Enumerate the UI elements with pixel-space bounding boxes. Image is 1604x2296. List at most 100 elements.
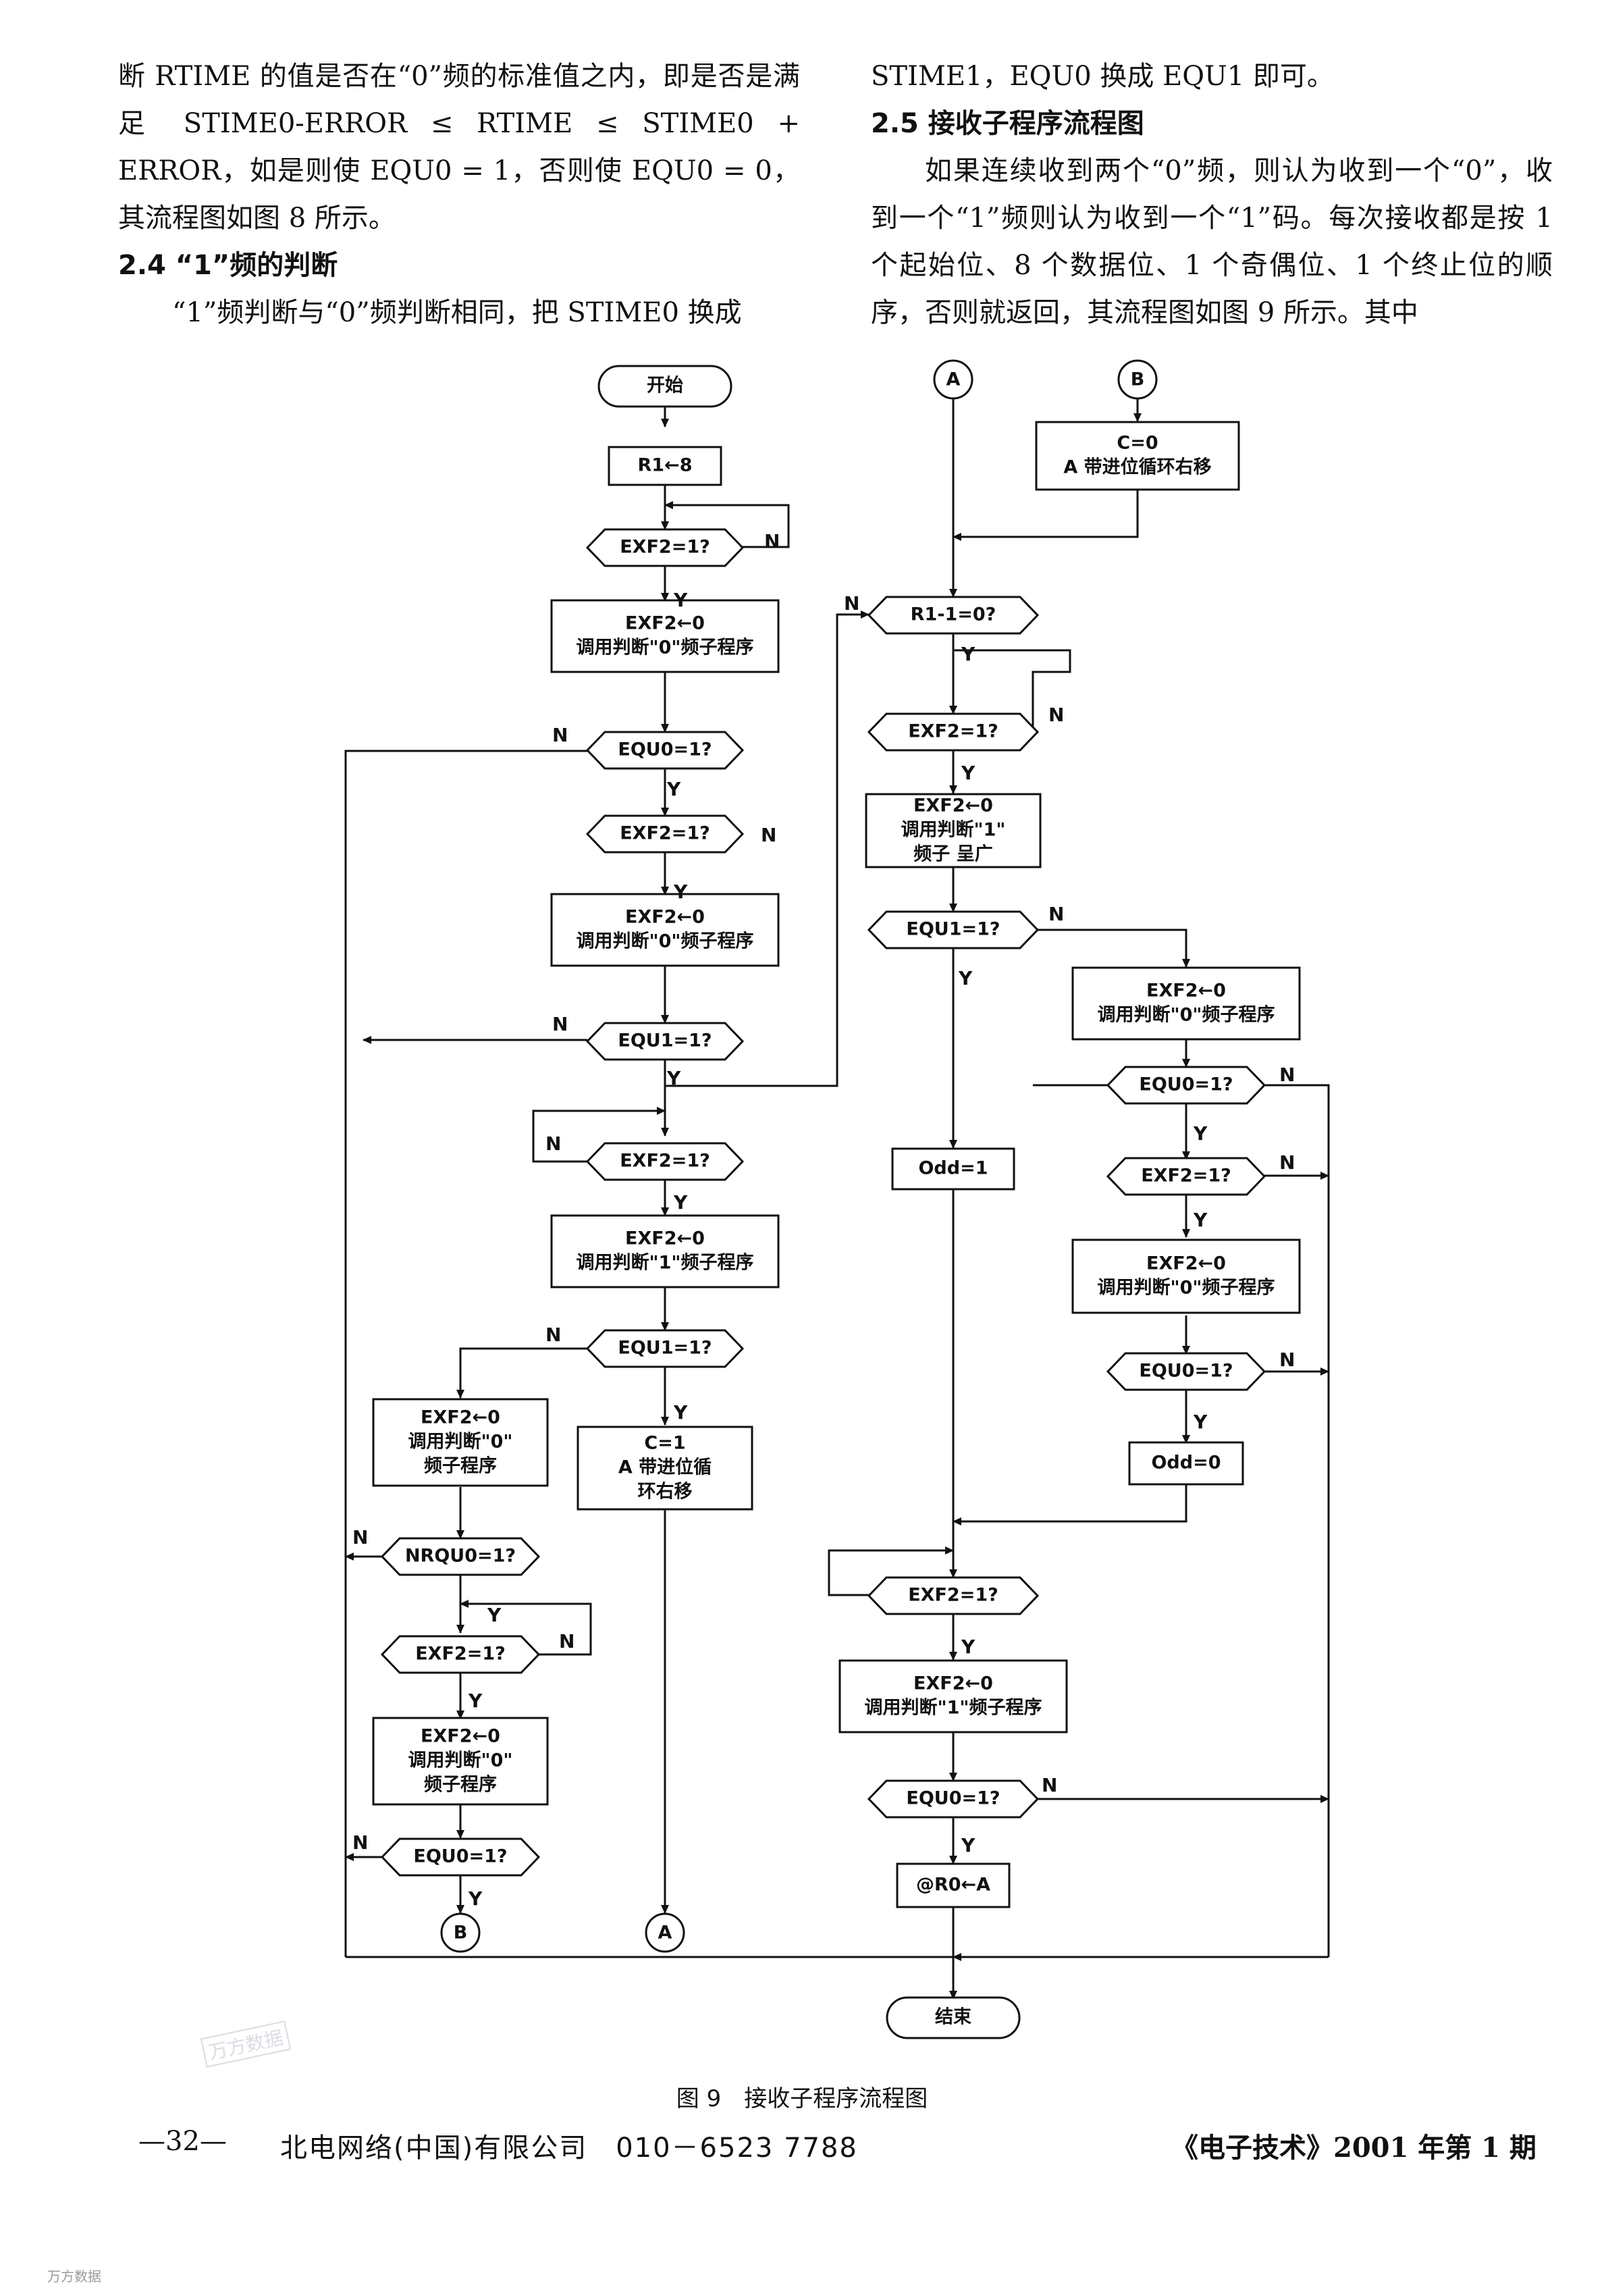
- corner-watermark: 万方数据: [47, 2268, 101, 2285]
- equ1-check-b-hexagon: [585, 1329, 745, 1368]
- connector-b-bottom-connector: [440, 1912, 481, 1953]
- store-result-text: @R0←A: [916, 1875, 990, 1896]
- right-paragraph-1: STIME1，EQU0 换成 EQU1 即可。: [871, 61, 1334, 92]
- call-one-c-box: [838, 1659, 1068, 1733]
- carry-one-shift-box: [577, 1426, 753, 1511]
- call-zero-a-line-1: EXF2←0: [625, 613, 705, 634]
- connector-b-top-connector: [1117, 359, 1158, 400]
- yes-label: Y: [673, 881, 688, 903]
- call-one-c-line-2: 调用判断"1"频子程序: [865, 1697, 1042, 1719]
- call-zero-e-box: [1071, 966, 1301, 1041]
- yes-label: Y: [1193, 1122, 1208, 1145]
- call-zero-e-line-1: EXF2←0: [1146, 981, 1226, 1001]
- equ0-check-b-text: EQU0=1?: [413, 1846, 507, 1867]
- no-label: N: [764, 530, 780, 552]
- exf2-check-d-text: EXF2=1?: [415, 1644, 506, 1665]
- carry-one-shift-line-2: A 带进位循: [618, 1457, 712, 1478]
- equ0-check-a-hexagon: [585, 731, 745, 770]
- equ0-check-d-text: EQU0=1?: [1139, 1361, 1233, 1382]
- right-paragraph-2: 如果连续收到两个“0”频，则认为收到一个“0”，收到一个“1”频则认为收到一个“…: [871, 155, 1553, 328]
- no-label: N: [559, 1630, 574, 1652]
- no-label: N: [552, 724, 568, 746]
- equ0-check-c-text: EQU0=1?: [1139, 1074, 1233, 1095]
- no-label: N: [1042, 1774, 1057, 1796]
- footer-journal: 《电子技术》2001 年第 1 期: [1171, 2132, 1536, 2164]
- call-zero-b-box: [550, 893, 780, 967]
- exf2-check-b-hexagon: [585, 814, 745, 854]
- exf2-check-g-text: EXF2=1?: [908, 1585, 998, 1606]
- no-label: N: [352, 1526, 368, 1548]
- yes-label: Y: [468, 1690, 483, 1712]
- carry-one-shift-line-3: 环右移: [638, 1482, 693, 1503]
- section-heading-2-4: 2.4 “1”频的判断: [118, 250, 338, 281]
- equ1-check-a-text: EQU1=1?: [618, 1030, 712, 1051]
- no-label: N: [1279, 1151, 1295, 1174]
- nrqu0-check-text: NRQU0=1?: [405, 1546, 516, 1567]
- carry-one-shift-line-1: C=1: [644, 1433, 685, 1454]
- no-label: N: [352, 1831, 368, 1854]
- equ1-check-c-text: EQU1=1?: [906, 919, 1000, 940]
- call-zero-d-box: [372, 1717, 549, 1806]
- r1-decrement-check-text: R1-1=0?: [911, 604, 996, 625]
- yes-label: Y: [673, 589, 688, 611]
- yes-label: Y: [961, 762, 975, 784]
- no-label: N: [545, 1324, 561, 1346]
- call-one-a-box: [550, 1214, 780, 1288]
- odd-one-box: [891, 1147, 1015, 1191]
- odd-one-text: Odd=1: [918, 1158, 988, 1179]
- carry-zero-shift-line-1: C=0: [1117, 433, 1158, 454]
- yes-label: Y: [961, 643, 975, 665]
- exf2-check-g-hexagon: [867, 1576, 1040, 1615]
- end-terminal: [886, 1996, 1021, 2039]
- exf2-check-a-hexagon: [585, 528, 745, 567]
- equ0-check-b-hexagon: [380, 1837, 541, 1877]
- call-zero-d-line-2: 调用判断"0": [408, 1750, 513, 1771]
- equ0-check-a-text: EQU0=1?: [618, 739, 712, 760]
- exf2-check-f-text: EXF2=1?: [1141, 1166, 1231, 1186]
- equ0-check-e-text: EQU0=1?: [906, 1788, 1000, 1809]
- flow-line: [664, 501, 790, 548]
- no-label: N: [1279, 1349, 1295, 1371]
- connector-a-top-text: A: [946, 369, 961, 390]
- no-label: N: [545, 1132, 561, 1155]
- yes-label: Y: [958, 967, 973, 989]
- figure-caption: 图 9 接收子程序流程图: [676, 2085, 928, 2112]
- footer-advertisement: 北电网络(中国)有限公司 010－6523 7788: [280, 2133, 858, 2164]
- yes-label: Y: [673, 1191, 688, 1214]
- carry-zero-shift-line-2: A 带进位循环右移: [1063, 456, 1211, 478]
- r1-init-text: R1←8: [638, 455, 693, 476]
- flow-line: [953, 490, 1139, 541]
- right-text-column: STIME1，EQU0 换成 EQU1 即可。 2.5 接收子程序流程图 如果连…: [871, 53, 1553, 336]
- no-label: N: [1048, 903, 1064, 925]
- call-zero-c-line-3: 频子程序: [424, 1455, 497, 1477]
- call-one-c-line-1: EXF2←0: [913, 1673, 993, 1694]
- call-zero-e-line-2: 调用判断"0"频子程序: [1098, 1004, 1275, 1026]
- call-one-a-line-1: EXF2←0: [625, 1228, 705, 1249]
- yes-label: Y: [1193, 1411, 1208, 1433]
- section-heading-2-5: 2.5 接收子程序流程图: [871, 108, 1144, 139]
- exf2-check-f-hexagon: [1106, 1157, 1266, 1196]
- exf2-check-c-text: EXF2=1?: [620, 1151, 710, 1172]
- odd-zero-text: Odd=0: [1151, 1453, 1221, 1473]
- connector-b-bottom-text: B: [454, 1923, 468, 1943]
- call-zero-d-line-3: 频子程序: [424, 1774, 497, 1796]
- left-paragraph-2: “1”频判断与“0”频判断相同，把 STIME0 换成: [172, 297, 742, 328]
- no-label: N: [761, 824, 776, 846]
- yes-label: Y: [468, 1887, 483, 1910]
- left-paragraph-1: 断 RTIME 的值是否在“0”频的标准值之内，即是否是满足 STIME0-ER…: [118, 61, 800, 234]
- call-zero-a-line-2: 调用判断"0"频子程序: [577, 637, 754, 658]
- no-label: N: [1048, 704, 1064, 726]
- call-zero-b-line-2: 调用判断"0"频子程序: [577, 931, 754, 952]
- yes-label: Y: [666, 1067, 681, 1089]
- flow-line: [456, 1347, 587, 1399]
- yes-label: Y: [487, 1604, 502, 1626]
- call-zero-c-box: [372, 1398, 549, 1487]
- flow-line: [460, 1600, 592, 1656]
- exf2-check-e-hexagon: [867, 712, 1040, 752]
- no-label: N: [552, 1013, 568, 1035]
- odd-zero-box: [1128, 1441, 1244, 1486]
- flow-line: [532, 1107, 666, 1163]
- call-zero-a-box: [550, 599, 780, 673]
- equ0-check-d-hexagon: [1106, 1352, 1266, 1391]
- start-terminal: [597, 365, 732, 408]
